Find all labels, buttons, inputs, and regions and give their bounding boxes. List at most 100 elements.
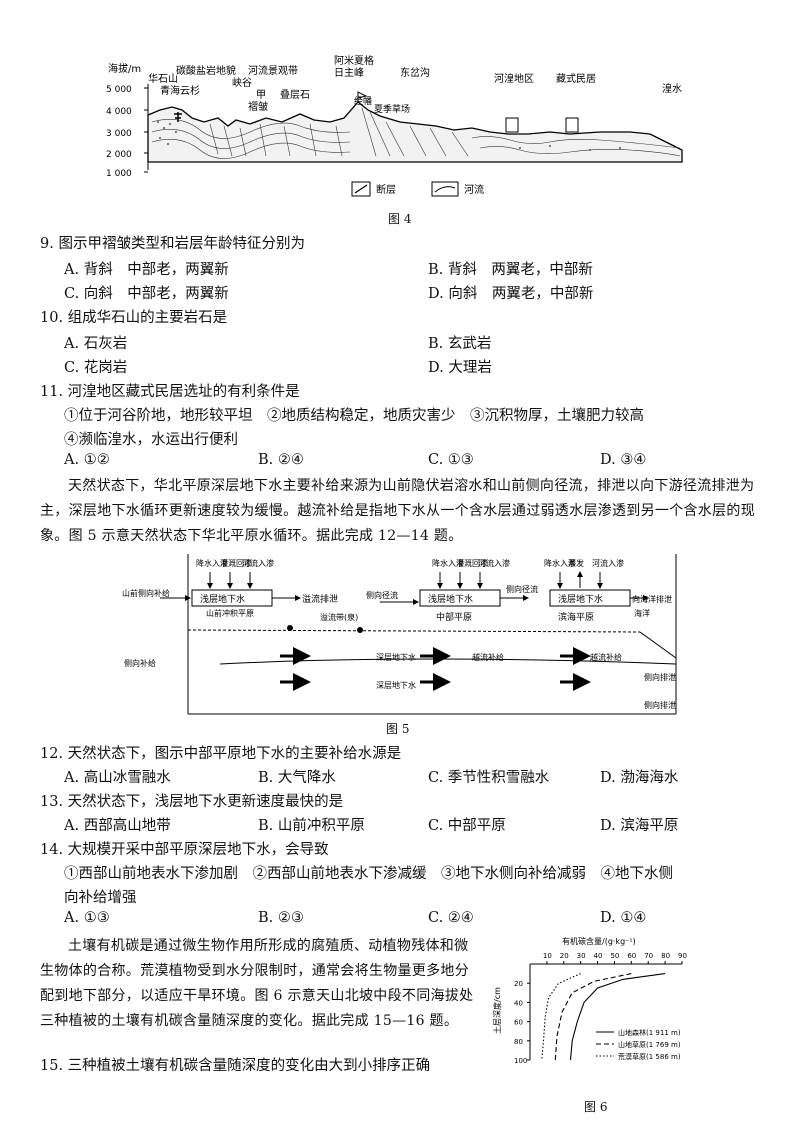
label-dieceng: 叠层石 — [280, 89, 310, 101]
fig6-y-tick-label: 40 — [514, 999, 523, 1007]
fig5-bottom-discharge: 侧向排泄 — [644, 700, 676, 710]
sea-boundary — [639, 631, 677, 659]
fig6-y-tick-label: 60 — [514, 1019, 523, 1027]
q13-option-a[interactable]: A. 西部高山地带 — [64, 818, 171, 834]
q10-option-b[interactable]: B. 玄武岩 — [428, 336, 492, 352]
deep-flow-arrows — [280, 647, 591, 691]
q11-option-b[interactable]: B. ②④ — [258, 452, 304, 468]
fig6-legend-label: 山地森林(1 911 m) — [618, 1028, 681, 1037]
figure-5-water-cycle: 降水入渗 灌溉回渗 河流入渗 降水入渗 灌溉回渗 河流入渗 降水入渗 蒸发 河流… — [122, 554, 677, 715]
question-13-stem: 13. 天然状态下，浅层地下水更新速度最快的是 — [40, 794, 344, 810]
q14-statements-line2: 向补给增强 — [64, 890, 137, 906]
fig6-x-tick-label: 60 — [627, 952, 636, 960]
label-jia: 甲 — [256, 90, 266, 101]
fig6-series-line-2 — [541, 973, 581, 1061]
label-dongpan: 东岔沟 — [400, 66, 430, 79]
fig6-x-tick-label: 50 — [610, 952, 619, 960]
q14-statements-line1: ①西部山前地表水下渗加剧 ②西部山前地表水下渗减缓 ③地下水侧向补给减弱 ④地下… — [64, 866, 673, 882]
label-huangshui: 湟水 — [662, 82, 682, 95]
fig5-lateral-discharge: 侧向排泄 — [644, 672, 676, 682]
fig6-x-tick-label: 80 — [661, 952, 670, 960]
fig5-lateral-recharge: 侧向补给 — [124, 658, 156, 668]
legend-fault: 断层 — [376, 183, 396, 196]
q10-option-a[interactable]: A. 石灰岩 — [64, 336, 128, 352]
fig6-y-tick-label: 80 — [514, 1038, 523, 1046]
q9-option-d[interactable]: D. 向斜 两翼老，中部新 — [428, 286, 594, 302]
tree-symbol — [174, 112, 182, 122]
terrain-profile — [147, 101, 683, 163]
label-zangshi: 藏式民居 — [556, 72, 596, 85]
fig6-x-tick-label: 20 — [560, 952, 569, 960]
label-xiaji: 夏季草场 — [374, 103, 410, 115]
water-table — [187, 629, 641, 633]
q13-option-b[interactable]: B. 山前冲积平原 — [258, 818, 365, 834]
fig5-rain-2: 降水入渗 — [432, 558, 464, 568]
q14-option-d[interactable]: D. ①④ — [600, 910, 647, 926]
fig5-irrigation-1: 灌溉回渗 — [220, 558, 252, 568]
fig5-caption: 图 5 — [386, 722, 410, 736]
river-icon — [434, 186, 456, 193]
question-11-stem: 11. 河湟地区藏式民居选址的有利条件是 — [40, 384, 300, 400]
fig5-evap: 蒸发 — [568, 558, 584, 568]
question-12-stem: 12. 天然状态下，图示中部平原地下水的主要补给水源是 — [40, 746, 402, 762]
fig5-lateral-runoff-2: 侧向径流 — [506, 584, 538, 594]
q9-option-c[interactable]: C. 向斜 中部老，两翼新 — [64, 286, 229, 302]
fig5-shallow-1: 浅层地下水 — [200, 593, 245, 605]
label-jingfan: 经幡 — [354, 95, 372, 107]
label-xiagu: 峡谷 — [232, 76, 252, 89]
q11-option-a[interactable]: A. ①② — [64, 452, 110, 468]
q12-option-b[interactable]: B. 大气降水 — [258, 770, 336, 786]
fig5-river-3: 河流入渗 — [592, 558, 624, 568]
q12-option-d[interactable]: D. 渤海海水 — [600, 770, 679, 786]
house-symbols — [505, 117, 579, 133]
fig6-y-axis-label: 土层深度/cm — [492, 987, 502, 1034]
fault-legend-box — [351, 181, 371, 197]
fig5-sea: 海洋 — [634, 608, 650, 618]
label-amne: 阿米夏格 — [334, 54, 374, 67]
q14-option-c[interactable]: C. ②④ — [428, 910, 474, 926]
fig6-x-axis-label: 有机碳含量/(g·kg⁻¹) — [562, 936, 636, 946]
fig5-sea-discharge: 向海洋排泄 — [632, 594, 672, 604]
label-rizhufeng: 日主峰 — [334, 67, 364, 79]
fig5-rain-3: 降水入渗 — [544, 558, 576, 568]
question-10-stem: 10. 组成华石山的主要岩石是 — [40, 310, 228, 326]
fig4-axis-label: 海拔/m — [108, 62, 141, 75]
q9-option-a[interactable]: A. 背斜 中部老，两翼新 — [64, 262, 229, 278]
fig4-tick: 5 000 — [106, 85, 132, 95]
q14-option-b[interactable]: B. ②③ — [258, 910, 304, 926]
fig4-tick: 2 000 — [106, 150, 132, 160]
fig5-deep-2: 深层地下水 — [376, 680, 416, 690]
q11-option-d[interactable]: D. ③④ — [600, 452, 647, 468]
q14-option-a[interactable]: A. ①③ — [64, 910, 110, 926]
q12-option-c[interactable]: C. 季节性积雪融水 — [428, 770, 550, 786]
q13-option-d[interactable]: D. 滨海平原 — [600, 818, 679, 834]
fig4-tick: 3 000 — [106, 129, 132, 139]
q9-option-b[interactable]: B. 背斜 两翼老，中部新 — [428, 262, 593, 278]
q13-option-c[interactable]: C. 中部平原 — [428, 818, 506, 834]
label-carbonate: 碳酸盐岩地貌 — [176, 64, 236, 77]
fig5-shallow-3: 浅层地下水 — [558, 593, 603, 605]
fig6-legend-label: 荒漠草原(1 586 m) — [618, 1052, 681, 1061]
q11-option-c[interactable]: C. ①③ — [428, 452, 474, 468]
huashishan-rock-dots — [157, 121, 621, 151]
fig6-x-tick-label: 10 — [543, 952, 552, 960]
label-qinghai-yunshan: 青海云杉 — [160, 84, 200, 97]
fig6-x-tick-label: 70 — [644, 952, 653, 960]
fig5-central: 中部平原 — [436, 611, 472, 623]
rock-strata — [151, 107, 681, 159]
fig6-series-line-0 — [569, 973, 666, 1061]
fig5-rain-1: 降水入渗 — [196, 558, 228, 568]
fig5-lateral-runoff-1: 侧向径流 — [366, 590, 398, 600]
question-9-stem: 9. 图示甲褶皱类型和岩层年龄特征分别为 — [40, 236, 305, 252]
q10-option-c[interactable]: C. 花岗岩 — [64, 360, 128, 376]
fig5-piedmont-inflow: 山前侧向补给 — [122, 588, 170, 598]
q12-option-a[interactable]: A. 高山冰雪融水 — [64, 770, 171, 786]
q11-statements-line1: ①位于河谷阶地，地形较平坦 ②地质结构稳定，地质灾害少 ③沉积物厚，土壤肥力较高 — [64, 408, 644, 424]
passage-soil-carbon: 土壤有机碳是通过微生物作用所形成的腐殖质、动植物残体和微生物体的合称。荒漠植物受… — [40, 938, 474, 1029]
label-huashishan: 华石山 — [148, 72, 178, 85]
fig5-overflow-zone: 溢流带(泉) — [320, 612, 358, 622]
fig6-x-tick-label: 40 — [594, 952, 603, 960]
flag-symbol — [357, 91, 368, 102]
q10-option-d[interactable]: D. 大理岩 — [428, 360, 492, 376]
